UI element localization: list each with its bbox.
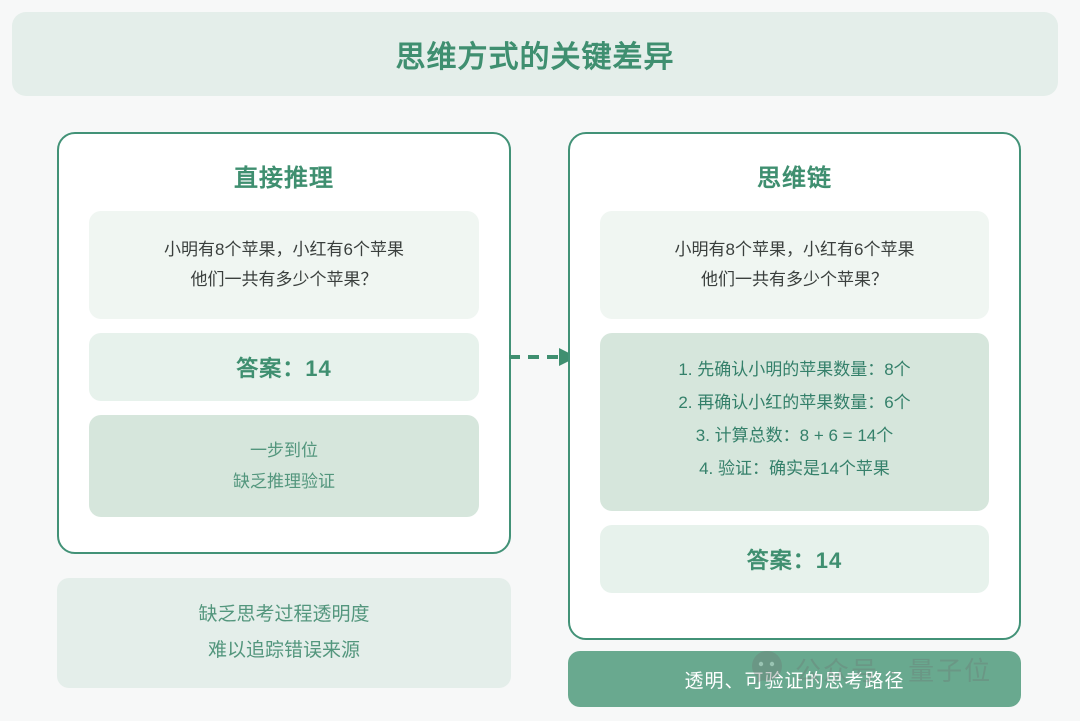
left-note-line-2: 缺乏推理验证 bbox=[233, 471, 335, 491]
right-question-box: 小明有8个苹果，小红有6个苹果 他们一共有多少个苹果？ bbox=[600, 211, 989, 319]
right-answer-box: 答案：14 bbox=[600, 525, 989, 594]
left-question-line-2: 他们一共有多少个苹果？ bbox=[190, 269, 378, 289]
left-question-line-1: 小明有8个苹果，小红有6个苹果 bbox=[164, 240, 404, 259]
page-title: 思维方式的关键差异 bbox=[395, 41, 675, 74]
right-question-line-1: 小明有8个苹果，小红有6个苹果 bbox=[674, 240, 915, 259]
left-note-box: 一步到位 缺乏推理验证 bbox=[89, 414, 479, 518]
left-card-title: 直接推理 bbox=[234, 165, 334, 192]
right-card-title: 思维链 bbox=[757, 165, 832, 192]
left-footer-line-2: 难以追踪错误来源 bbox=[207, 640, 360, 661]
left-answer-text: 答案：14 bbox=[236, 355, 332, 381]
left-answer-box: 答案：14 bbox=[89, 332, 479, 401]
left-footer-box: 缺乏思考过程透明度 难以追踪错误来源 bbox=[57, 578, 511, 688]
step-item: 3. 计算总数：8 + 6 = 14个 bbox=[695, 425, 894, 445]
step-item: 1. 先确认小明的苹果数量：8个 bbox=[678, 359, 911, 379]
right-answer-text: 答案：14 bbox=[746, 548, 843, 574]
right-question-line-2: 他们一共有多少个苹果？ bbox=[701, 269, 888, 289]
step-item: 2. 再确认小红的苹果数量：6个 bbox=[678, 392, 911, 412]
left-footer-line-1: 缺乏思考过程透明度 bbox=[198, 603, 370, 625]
left-question-box: 小明有8个苹果，小红有6个苹果 他们一共有多少个苹果？ bbox=[89, 211, 479, 319]
right-footer-bar: 透明、可验证的思考路径 bbox=[568, 651, 1021, 707]
right-steps-box: 1. 先确认小明的苹果数量：8个 2. 再确认小红的苹果数量：6个 3. 计算总… bbox=[600, 332, 989, 512]
page-header: 思维方式的关键差异 bbox=[12, 12, 1058, 96]
left-note-line-1: 一步到位 bbox=[250, 440, 318, 460]
right-footer-text: 透明、可验证的思考路径 bbox=[684, 670, 905, 692]
card-chain-of-thought: 思维链 小明有8个苹果，小红有6个苹果 他们一共有多少个苹果？ 1. 先确认小明… bbox=[568, 132, 1021, 640]
step-item: 4. 验证：确实是14个苹果 bbox=[699, 458, 890, 478]
card-direct-reasoning: 直接推理 小明有8个苹果，小红有6个苹果 他们一共有多少个苹果？ 答案：14 一… bbox=[57, 132, 511, 554]
